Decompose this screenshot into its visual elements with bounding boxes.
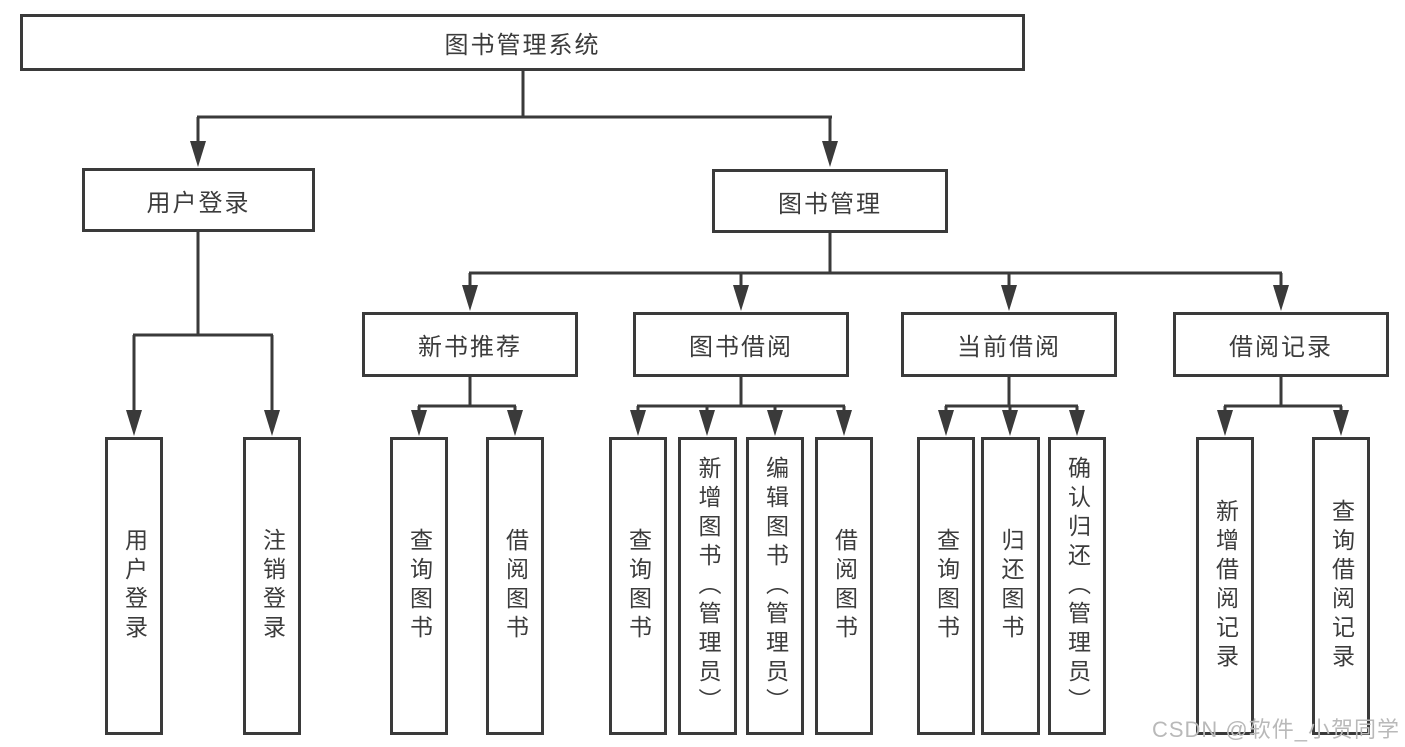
arrow-down-icon [264,410,280,436]
edge-bookborrow-children [636,377,846,414]
edge-bookmgmt-children [468,233,1283,290]
leaf-return-books-label: 归还图书 [998,528,1024,644]
arrow-down-icon [1217,410,1233,436]
arrow-down-icon [507,410,523,436]
edge-currentborrow-children [944,377,1079,414]
arrow-down-icon [462,285,478,311]
arrow-down-icon [126,410,142,436]
edge-newbook-children [417,377,517,414]
arrow-down-icon [1333,410,1349,436]
arrow-down-icon [1001,285,1017,311]
leaf-logout-label: 注销登录 [259,528,286,644]
edge-userlogin-children [132,232,274,414]
leaf-add-books-admin: 新增图书（管理员） [678,437,737,735]
leaf-return-books: 归还图书 [981,437,1040,735]
arrow-down-icon [822,141,838,167]
csdn-watermark: CSDN @软件_小贺同学 [1151,717,1400,742]
leaf-edit-books-admin: 编辑图书（管理员） [746,437,804,735]
arrow-down-icon [1273,285,1289,311]
leaf-edit-books-admin-label: 编辑图书（管理员） [762,455,789,717]
leaf-add-borrow-record: 新增借阅记录 [1196,437,1254,735]
arrow-down-icon [630,410,646,436]
arrow-down-icon [190,141,206,167]
leaf-confirm-return-admin: 确认归还（管理员） [1048,437,1106,735]
node-root-system-label: 图书管理系统 [444,32,601,59]
edge-borrowrecords-children [1223,377,1343,414]
leaf-query-books-1: 查询图书 [390,437,448,735]
leaf-query-books-3: 查询图书 [917,437,975,735]
node-new-book-recommend: 新书推荐 [362,312,578,377]
node-borrow-records-label: 借阅记录 [1229,334,1333,361]
node-book-management-label: 图书管理 [778,190,882,218]
leaf-borrow-books-1: 借阅图书 [486,437,544,735]
node-new-book-recommend-label: 新书推荐 [418,334,522,361]
leaf-query-borrow-record: 查询借阅记录 [1312,437,1370,735]
node-current-borrow: 当前借阅 [901,312,1117,377]
leaf-query-books-2-label: 查询图书 [625,528,652,644]
leaf-add-borrow-record-label: 新增借阅记录 [1212,499,1239,673]
leaf-query-books-2: 查询图书 [609,437,667,735]
node-book-borrow: 图书借阅 [633,312,849,377]
node-root-system: 图书管理系统 [20,14,1025,71]
node-borrow-records: 借阅记录 [1173,312,1389,377]
leaf-borrow-books-2-label: 借阅图书 [831,528,858,644]
arrow-down-icon [1002,410,1018,436]
arrow-down-icon [836,410,852,436]
leaf-add-books-admin-label: 新增图书（管理员） [695,455,721,717]
arrow-down-icon [733,285,749,311]
node-user-login: 用户登录 [82,168,315,232]
arrow-down-icon [938,410,954,436]
leaf-query-books-3-label: 查询图书 [933,528,960,644]
node-user-login-label: 用户登录 [146,189,251,217]
node-book-management: 图书管理 [712,169,948,233]
leaf-borrow-books-2: 借阅图书 [815,437,873,735]
leaf-user-login: 用户登录 [105,437,163,735]
leaf-query-borrow-record-label: 查询借阅记录 [1328,499,1355,673]
arrow-down-icon [1069,410,1085,436]
node-current-borrow-label: 当前借阅 [957,334,1061,361]
arrow-down-icon [767,410,783,436]
arrow-down-icon [699,410,715,436]
arrow-down-icon [411,410,427,436]
node-book-borrow-label: 图书借阅 [689,334,793,361]
leaf-borrow-books-1-label: 借阅图书 [502,528,529,644]
leaf-confirm-return-admin-label: 确认归还（管理员） [1064,455,1091,717]
leaf-logout: 注销登录 [243,437,301,735]
leaf-user-login-label: 用户登录 [121,528,148,644]
edge-root-to-level2 [196,71,832,145]
leaf-query-books-1-label: 查询图书 [406,528,433,644]
